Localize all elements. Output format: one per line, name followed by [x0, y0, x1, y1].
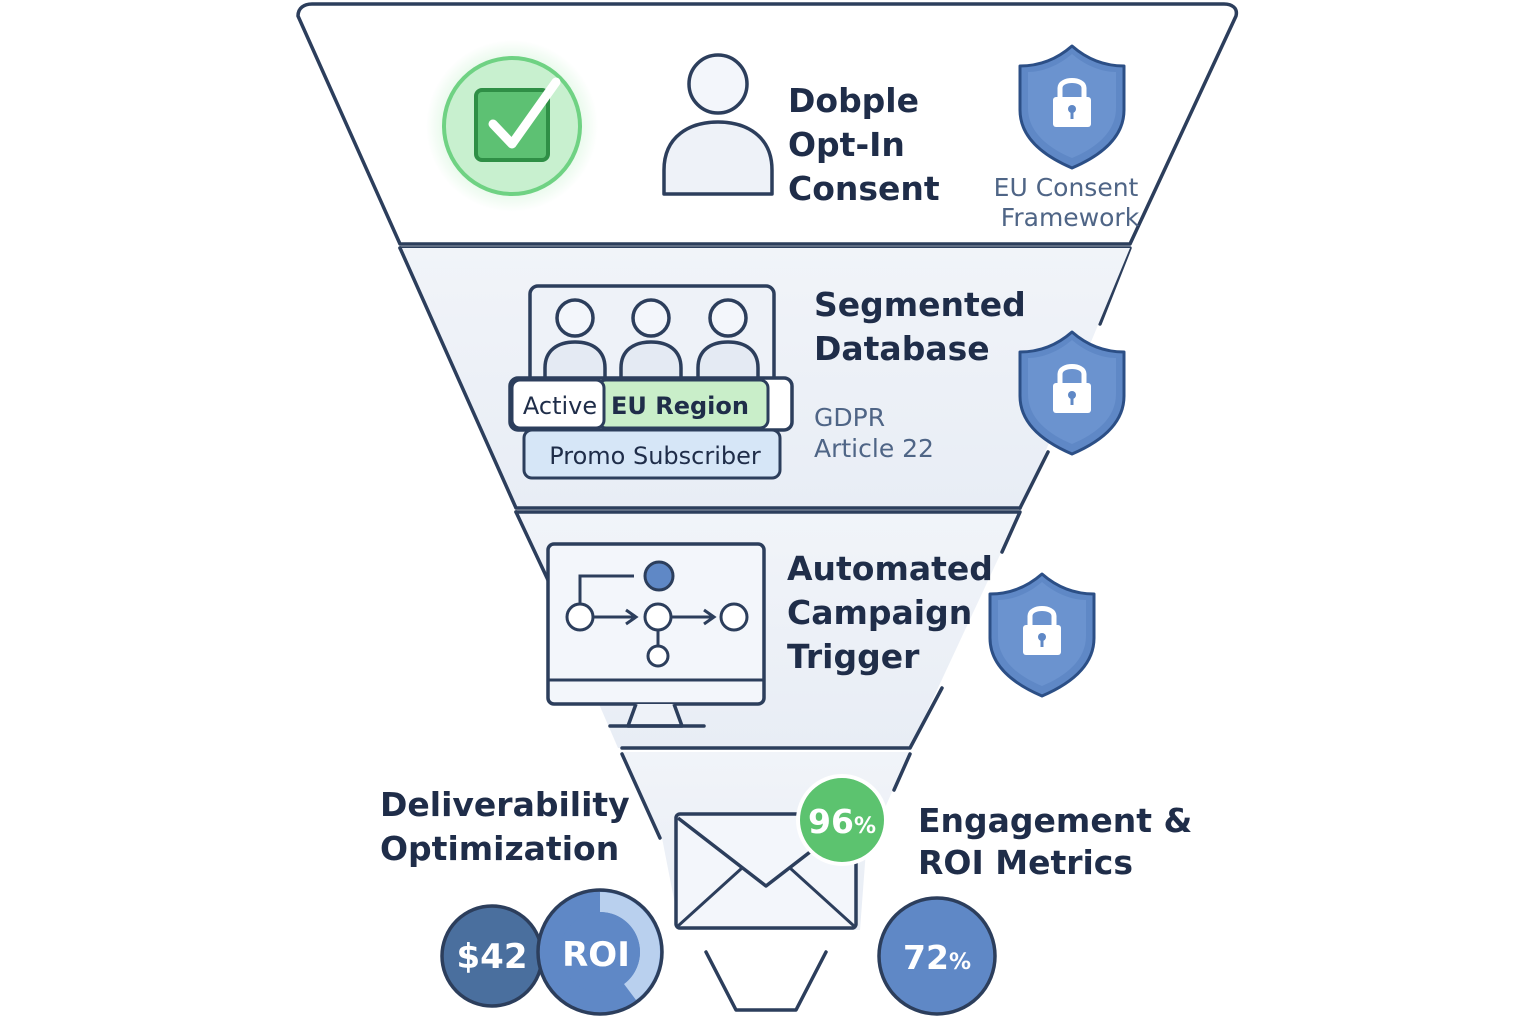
- database-title-line-2: Database: [814, 329, 990, 368]
- consent-title: Dobple Opt-In Consent: [788, 81, 940, 208]
- deliverability-title-line-2: Optimization: [380, 829, 619, 868]
- roi-label: ROI: [562, 935, 630, 975]
- open-rate-badge: 96%: [796, 774, 888, 866]
- database-note: GDPR Article 22: [814, 403, 934, 463]
- revenue-badge: $42: [440, 904, 544, 1008]
- checkbox-check-icon: [426, 40, 598, 212]
- revenue-value: $42: [457, 937, 528, 977]
- roi-badge: ROI: [536, 888, 664, 1016]
- engagement-title-line-1: Engagement &: [918, 801, 1192, 840]
- consent-title-line-2: Opt-In: [788, 125, 905, 164]
- consent-note-line-2: Framework: [1001, 203, 1140, 232]
- open-rate-unit: %: [854, 814, 876, 839]
- tag-promo-subscriber: [522, 428, 782, 480]
- user-group-icon: [528, 284, 776, 398]
- engagement-title: Engagement & ROI Metrics: [918, 801, 1204, 882]
- database-title: Segmented Database: [814, 285, 1037, 368]
- engagement-title-line-2: ROI Metrics: [918, 843, 1133, 882]
- consent-title-line-3: Consent: [788, 169, 940, 208]
- campaign-title-line-3: Trigger: [787, 637, 920, 676]
- workflow-monitor-icon: [546, 542, 766, 728]
- tag-active-label: Active: [523, 392, 597, 420]
- engagement-rate-value: 72: [903, 938, 949, 977]
- consent-title-line-1: Dobple: [788, 81, 919, 120]
- segment-tags: Active EU Region Promo Subscriber: [508, 376, 794, 480]
- tag-active: [510, 378, 606, 430]
- engagement-rate-badge: 72%: [877, 896, 997, 1016]
- open-rate-value: 96: [808, 802, 854, 841]
- database-note-line-1: GDPR: [814, 403, 885, 432]
- svg-text:72%: 72%: [903, 938, 971, 977]
- funnel-tier-consent: [296, 2, 1239, 246]
- deliverability-title: Deliverability Optimization: [380, 785, 641, 868]
- consent-note-line-1: EU Consent: [994, 173, 1139, 202]
- campaign-title-line-2: Campaign: [787, 593, 972, 632]
- lock-shield-icon: [1020, 46, 1124, 168]
- campaign-title-line-1: Automated: [787, 549, 993, 588]
- tag-eu-region-label: EU Region: [611, 392, 749, 420]
- campaign-title: Automated Campaign Trigger: [787, 549, 1004, 676]
- lock-shield-icon: [990, 574, 1094, 696]
- tag-promo-label: Promo Subscriber: [549, 442, 761, 470]
- deliverability-title-line-1: Deliverability: [380, 785, 630, 824]
- database-note-line-2: Article 22: [814, 434, 934, 463]
- svg-text:96%: 96%: [808, 802, 876, 841]
- user-icon: [662, 53, 774, 196]
- engagement-rate-unit: %: [949, 950, 971, 975]
- database-title-line-1: Segmented: [814, 285, 1026, 324]
- consent-note: EU Consent Framework: [994, 173, 1147, 232]
